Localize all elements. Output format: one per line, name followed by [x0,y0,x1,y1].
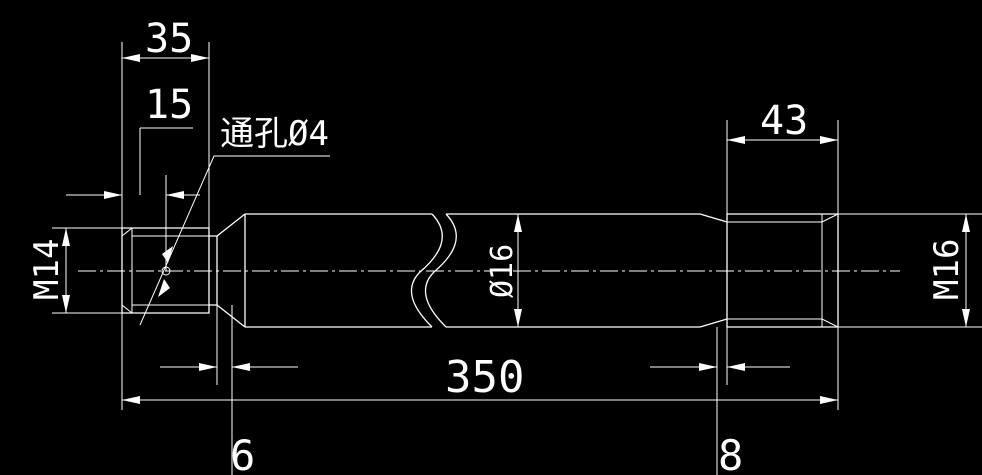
dimension-8-label: 8 [718,431,743,475]
dimension-6-label: 6 [230,431,255,475]
thread-right-label: M16 [927,239,967,300]
dimension-43: 43 [726,98,839,214]
dimension-m14: M14 [27,227,122,314]
dimension-350: 350 [121,313,839,410]
dimension-43-label: 43 [760,98,808,144]
shaft-outline [121,213,839,328]
dimension-6: 6 [160,305,298,475]
left-thread-body [121,227,210,314]
through-hole-arrow-2 [158,279,170,297]
through-hole-leader [139,155,330,326]
dimension-15-label: 15 [145,82,193,128]
right-taper [699,213,728,328]
dimension-350-label: 350 [445,352,524,403]
break-line-right [424,213,457,328]
right-thread-minor-lines [727,213,839,328]
diameter-16-label: Ø16 [485,244,520,298]
dimension-15: 15 [66,82,200,271]
through-hole-arrow [162,246,173,263]
left-thread-minor-lines [132,235,209,306]
through-hole-label: 通孔Ø4 [220,114,329,154]
break-line-left [410,213,443,328]
dimension-m16: M16 [838,213,982,328]
dimension-35: 35 [121,16,210,228]
dimension-35-label: 35 [145,16,193,62]
dimension-dia16: Ø16 [485,214,522,327]
thread-left-label: M14 [27,239,67,300]
dimension-8: 8 [650,327,790,475]
